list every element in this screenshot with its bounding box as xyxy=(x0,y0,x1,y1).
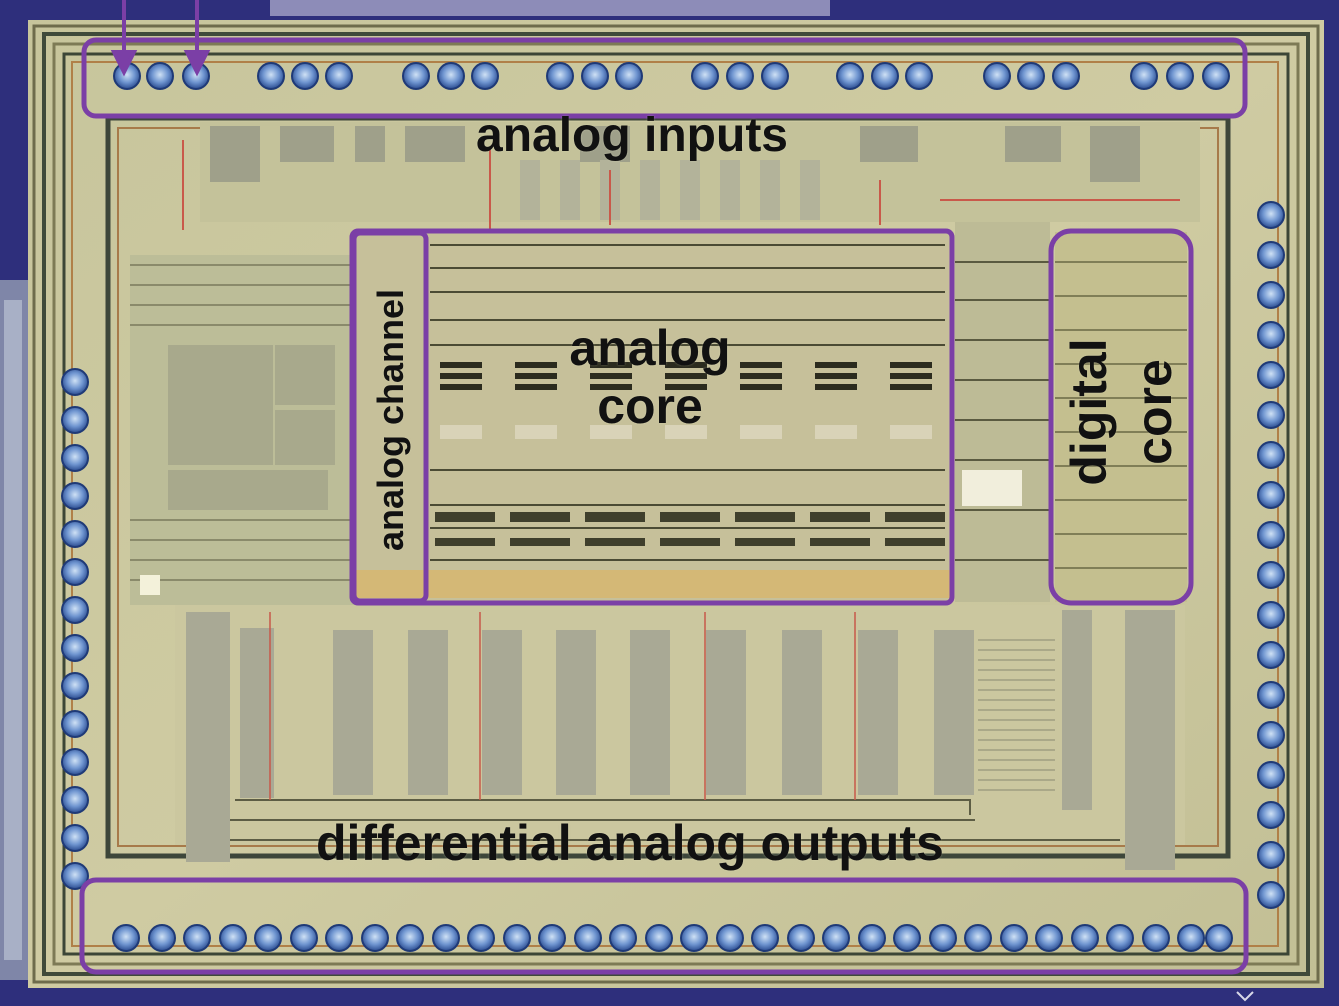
left-analog-block xyxy=(130,255,355,605)
digital-core-label-line1: digital xyxy=(1061,338,1117,486)
differential-outputs-label: differential analog outputs xyxy=(316,815,944,871)
analog-core-label: analog core xyxy=(560,320,740,435)
analog-input-pads xyxy=(113,62,1230,90)
analog-core-label-line1: analog xyxy=(569,320,731,376)
input-arrows xyxy=(110,0,211,77)
differential-output-pads xyxy=(112,924,1233,952)
left-side-pads xyxy=(61,368,89,890)
analog-channel-box xyxy=(351,230,429,604)
output-driver-region xyxy=(175,605,1185,870)
analog-inputs-box xyxy=(81,37,1248,119)
analog-core-circuitry xyxy=(355,232,950,602)
input-routing-region xyxy=(182,122,1200,232)
differential-outputs-box xyxy=(79,877,1249,975)
analog-channel-label: analog channel xyxy=(370,288,411,552)
digital-core-label-line2: core xyxy=(1126,359,1182,465)
right-side-pads xyxy=(1257,201,1285,909)
digital-core-circuitry xyxy=(1055,232,1187,602)
analog-core-label-line2: core xyxy=(597,377,703,434)
left-edge-structure xyxy=(0,280,28,980)
digital-core-label: digital core xyxy=(1057,338,1187,485)
analog-inputs-label: analog inputs xyxy=(476,109,788,162)
core-interconnect xyxy=(955,222,1050,602)
digital-core-box xyxy=(1048,228,1194,606)
